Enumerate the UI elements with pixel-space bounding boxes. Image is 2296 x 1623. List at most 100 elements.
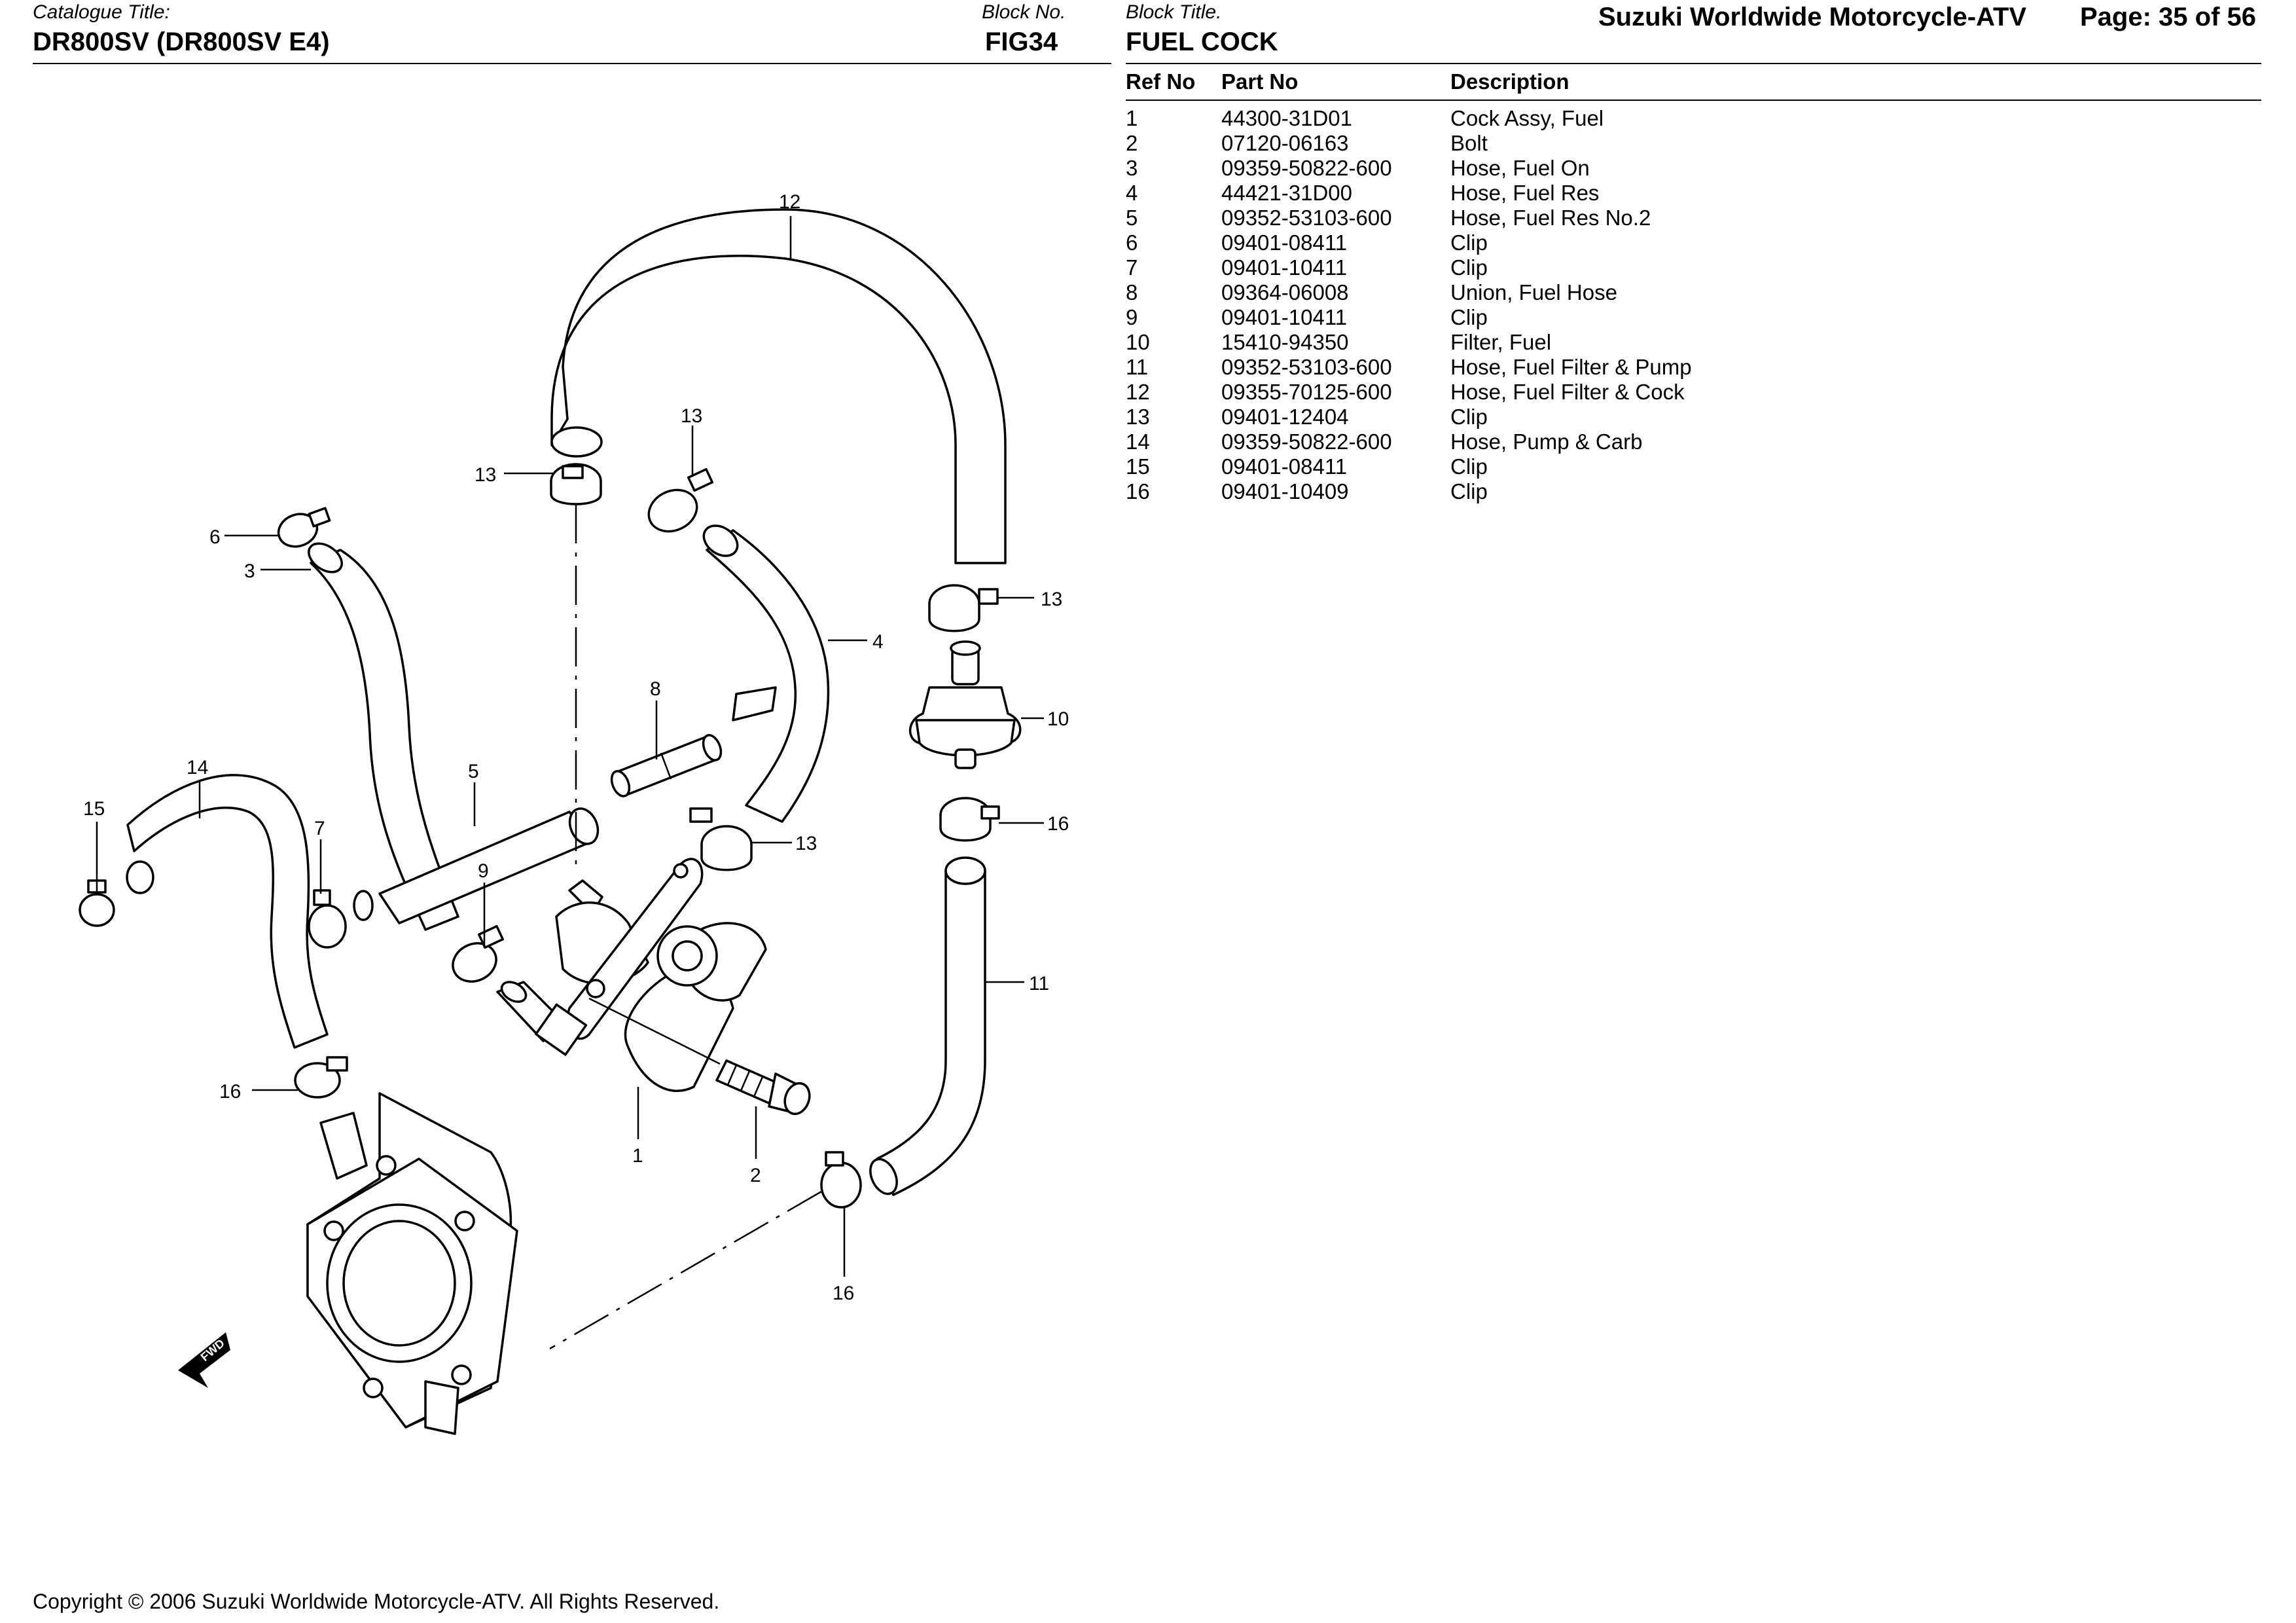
- hose-11-drawing: [869, 856, 986, 1196]
- cell-part: 09401-10409: [1221, 479, 1349, 503]
- callout-1: 1: [632, 1145, 643, 1167]
- cell-ref: 2: [1126, 131, 1138, 155]
- callout-12: 12: [779, 191, 800, 213]
- cell-desc: Hose, Pump & Carb: [1450, 429, 1643, 454]
- cell-desc: Hose, Fuel Res: [1450, 181, 1600, 205]
- callout-6: 6: [209, 526, 221, 548]
- table-row: 13 09401-12404 Clip: [1126, 405, 2271, 429]
- callout-13: 13: [1041, 589, 1062, 610]
- table-row: 1 44300-31D01 Cock Assy, Fuel: [1126, 106, 2271, 131]
- cell-desc: Clip: [1450, 454, 1488, 479]
- cell-ref: 1: [1126, 106, 1138, 130]
- callout-2: 2: [750, 1165, 761, 1186]
- table-row: 3 09359-50822-600 Hose, Fuel On: [1126, 156, 2271, 181]
- clip-7-drawing: [308, 889, 374, 949]
- leader-lines: [96, 216, 1044, 1277]
- cell-desc: Clip: [1450, 255, 1488, 280]
- fuel-cock-1-drawing: [496, 858, 767, 1092]
- cell-desc: Bolt: [1450, 131, 1488, 155]
- table-row: 6 09401-08411 Clip: [1126, 230, 2271, 255]
- cell-part: 44421-31D00: [1221, 181, 1352, 205]
- cell-part: 09401-12404: [1221, 405, 1349, 429]
- callout-10: 10: [1047, 708, 1069, 730]
- catalogue-label: Catalogue Title:: [33, 1, 170, 23]
- cell-part: 09401-10411: [1221, 255, 1348, 280]
- callout-16: 16: [833, 1283, 854, 1304]
- cell-ref: 8: [1126, 280, 1138, 304]
- cell-desc: Union, Fuel Hose: [1450, 280, 1617, 304]
- callouts: 12 13 13 6 3 13 4 8 10 14 5 15 7 13 16 9…: [83, 191, 1069, 1304]
- cell-ref: 11: [1126, 355, 1149, 379]
- table-row: 11 09352-53103-600 Hose, Fuel Filter & Pum…: [1126, 355, 2271, 380]
- page-indicator: Page: 35 of 56: [2080, 3, 2257, 31]
- block-no: FIG34: [985, 27, 1058, 56]
- table-row: 8 09364-06008 Union, Fuel Hose: [1126, 280, 2271, 305]
- callout-4: 4: [872, 631, 884, 653]
- cell-ref: 3: [1126, 156, 1138, 180]
- clip-16b-drawing: [294, 1056, 348, 1099]
- callout-7: 7: [314, 818, 325, 839]
- cell-part: 09401-08411: [1221, 454, 1348, 479]
- block-title-label: Block Title.: [1126, 1, 1222, 23]
- cell-ref: 13: [1126, 405, 1150, 429]
- table-row: 16 09401-10409 Clip: [1126, 479, 2271, 504]
- clip-13a-drawing: [550, 463, 602, 505]
- cell-desc: Clip: [1450, 405, 1488, 429]
- col-header-ref: Ref No: [1126, 69, 1196, 94]
- fuel-filter-10-drawing: [908, 640, 1022, 769]
- header-rule-left: [33, 63, 1111, 64]
- cell-desc: Cock Assy, Fuel: [1450, 106, 1604, 130]
- callout-13: 13: [795, 833, 817, 854]
- hose-4-drawing: [702, 524, 830, 823]
- cell-part: 09401-08411: [1221, 230, 1348, 255]
- callout-11: 11: [1029, 973, 1049, 994]
- hose-3-drawing: [308, 542, 459, 931]
- cell-desc: Hose, Fuel Filter & Cock: [1450, 380, 1685, 404]
- hose-12-drawing: [550, 208, 1007, 564]
- table-row: 15 09401-08411 Clip: [1126, 454, 2271, 479]
- cell-part: 09359-50822-600: [1221, 156, 1392, 180]
- callout-9: 9: [478, 860, 489, 882]
- fuel-pump-drawing: [306, 1092, 518, 1435]
- cell-ref: 10: [1126, 330, 1150, 354]
- cell-desc: Filter, Fuel: [1450, 330, 1552, 354]
- cell-desc: Clip: [1450, 479, 1488, 503]
- cell-ref: 15: [1126, 454, 1150, 479]
- block-title: FUEL COCK: [1126, 27, 1278, 56]
- table-header-rule: [1126, 100, 2261, 101]
- cell-ref: 12: [1126, 380, 1150, 404]
- cell-desc: Clip: [1450, 230, 1488, 255]
- cell-desc: Clip: [1450, 305, 1488, 329]
- callout-16: 16: [1047, 813, 1069, 835]
- col-header-desc: Description: [1450, 69, 1570, 94]
- header-rule-right: [1126, 63, 2261, 64]
- cell-part: 15410-94350: [1221, 330, 1349, 354]
- hose-14-drawing: [126, 774, 329, 1049]
- cell-part: 09364-06008: [1221, 280, 1349, 304]
- bolt-2-drawing: [715, 1059, 811, 1116]
- block-no-label: Block No.: [982, 1, 1066, 23]
- catalogue-title: DR800SV (DR800SV E4): [33, 27, 330, 56]
- clip-16a-drawing: [939, 797, 1000, 842]
- union-8-drawing: [610, 734, 723, 797]
- callout-15: 15: [83, 798, 105, 820]
- callout-14: 14: [187, 757, 208, 778]
- exploded-diagram: FWD: [79, 191, 1069, 1435]
- cell-part: 09359-50822-600: [1221, 429, 1392, 454]
- clip-13c-drawing: [928, 584, 999, 632]
- cell-desc: Hose, Fuel Filter & Pump: [1450, 355, 1692, 379]
- cell-part: 09352-53103-600: [1221, 206, 1392, 230]
- clip-16c-drawing: [820, 1151, 862, 1209]
- cell-ref: 16: [1126, 479, 1150, 503]
- cell-desc: Hose, Fuel On: [1450, 156, 1590, 180]
- cell-part: 44300-31D01: [1221, 106, 1352, 130]
- cell-part: 09352-53103-600: [1221, 355, 1392, 379]
- cell-ref: 6: [1126, 230, 1138, 255]
- callout-13: 13: [475, 464, 496, 486]
